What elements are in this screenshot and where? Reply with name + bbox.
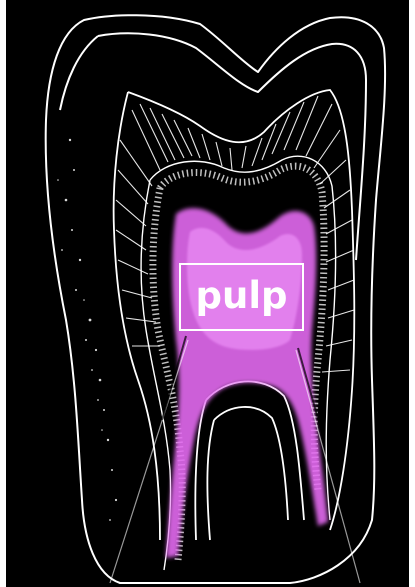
root-outline	[195, 381, 304, 540]
dentin-texture	[57, 139, 117, 521]
pulp-label-box: pulp	[179, 263, 304, 331]
pulp-label: pulp	[196, 277, 288, 314]
